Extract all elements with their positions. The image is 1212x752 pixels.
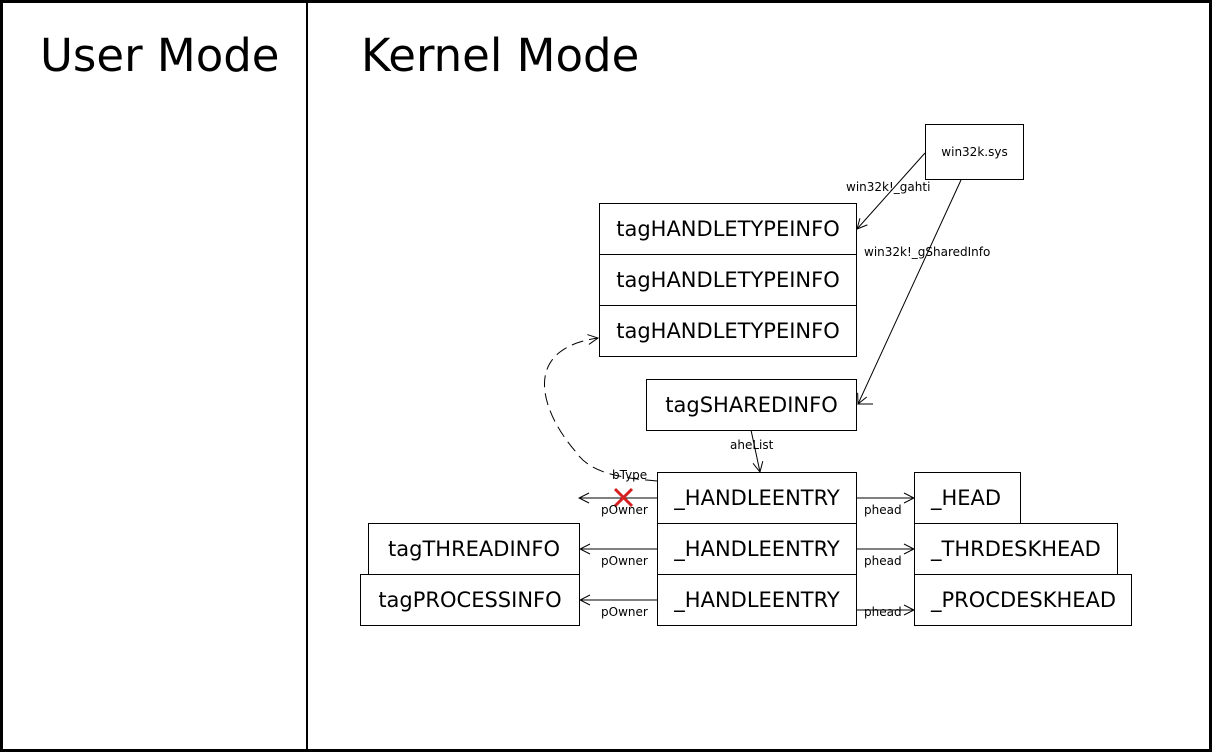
kernel-mode-title: Kernel Mode [361, 29, 640, 82]
phead-label-3: phead [864, 605, 902, 619]
gahti-label: win32k!_gahti [846, 180, 931, 194]
gahti-arrow [857, 152, 926, 229]
btype-dashed-curve [544, 338, 658, 482]
win32k-sys-box: win32k.sys [925, 124, 1024, 180]
phead-label-2: phead [864, 554, 902, 568]
mode-divider [306, 0, 308, 752]
thrdeskhead-box: _THRDESKHEAD [914, 523, 1118, 575]
powner-label-2: pOwner [601, 554, 648, 568]
ahelist-label: aheList [730, 438, 774, 452]
sharedinfo-box: tagSHAREDINFO [646, 379, 857, 431]
powner-label-3: pOwner [601, 605, 648, 619]
processinfo-box: tagPROCESSINFO [360, 574, 580, 626]
handleentry-box-1: _HANDLEENTRY [657, 472, 857, 524]
powner-label-1: pOwner [601, 503, 648, 517]
btype-label: bType [612, 468, 648, 482]
head-box: _HEAD [914, 472, 1021, 524]
handletypeinfo-box-1: tagHANDLETYPEINFO [599, 203, 857, 255]
red-x-icon [613, 487, 634, 508]
user-mode-title: User Mode [40, 29, 280, 82]
handleentry-box-2: _HANDLEENTRY [657, 523, 857, 575]
gsharedinfo-arrow [858, 179, 962, 404]
gsharedinfo-label: win32k!_gSharedInfo [864, 245, 991, 259]
ahelist-arrow [750, 429, 760, 472]
handletypeinfo-box-3: tagHANDLETYPEINFO [599, 305, 857, 357]
handleentry-box-3: _HANDLEENTRY [657, 574, 857, 626]
phead-label-1: phead [864, 503, 902, 517]
threadinfo-box: tagTHREADINFO [368, 523, 580, 575]
procdeskhead-box: _PROCDESKHEAD [914, 574, 1132, 626]
handletypeinfo-box-2: tagHANDLETYPEINFO [599, 254, 857, 306]
